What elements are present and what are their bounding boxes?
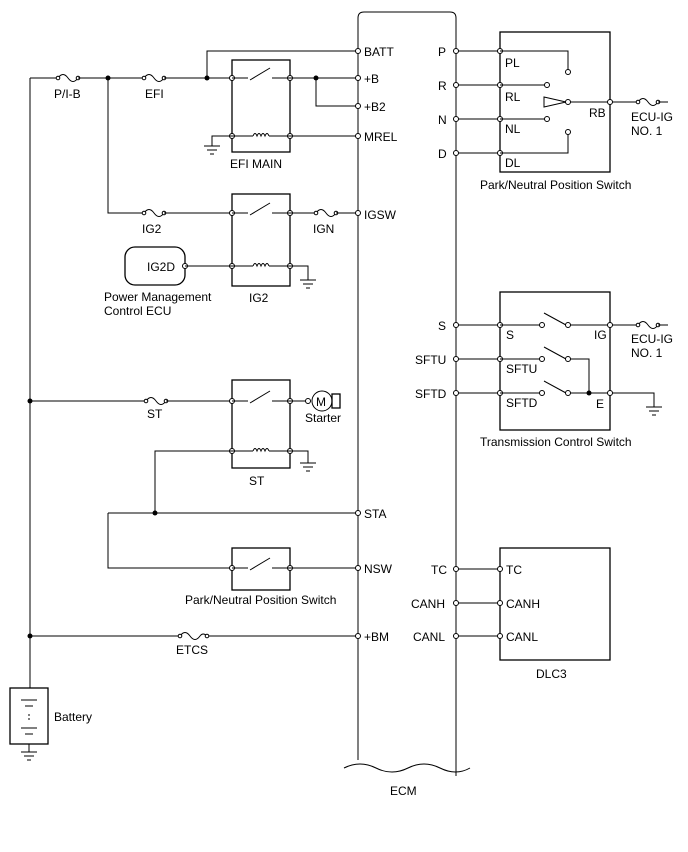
power-mgmt-label-2: Control ECU (104, 304, 171, 318)
relay-efi-main-label: EFI MAIN (230, 157, 282, 171)
ecm-pin-r: R (438, 79, 447, 93)
fuse-st: ST (143, 397, 169, 421)
fuse-st-label: ST (147, 407, 163, 421)
tcs-pin-sftd: SFTD (506, 396, 538, 410)
starter-motor: M Starter (305, 390, 341, 425)
ecm-pin-bm: +BM (364, 630, 389, 644)
starter-label: Starter (305, 411, 341, 425)
ecm: ECM (343, 11, 471, 798)
ecm-pin-sftu: SFTU (415, 353, 446, 367)
tcs-pin-ig: IG (594, 328, 607, 342)
tcs-pin-s: S (506, 328, 514, 342)
power-management-ecu: IG2D Power Management Control ECU (104, 246, 212, 318)
transmission-control-switch: S SFTU SFTD IG E Transmission Control Sw… (480, 291, 632, 449)
ecm-pin-batt: BATT (364, 45, 394, 59)
ecm-left-connectors (355, 48, 361, 639)
tcs-pin-e: E (596, 397, 604, 411)
dlc3-pin-tc: TC (506, 563, 522, 577)
ecu-ig-label-2b: NO. 1 (631, 346, 663, 360)
relay-ig2: IG2 (229, 193, 293, 305)
fuse-etcs: ETCS (176, 632, 210, 657)
ecm-pin-n: N (438, 113, 447, 127)
ecm-right-connectors (453, 48, 459, 639)
ecm-pin-tc: TC (431, 563, 447, 577)
ecm-pin-igsw: IGSW (364, 208, 397, 222)
dlc3-title: DLC3 (536, 667, 567, 681)
ecm-pin-sta: STA (364, 507, 386, 521)
battery-bus (27, 77, 358, 688)
battery: Battery (9, 687, 92, 752)
dlc3-pin-canh: CANH (506, 597, 540, 611)
pnp-pin-rl: RL (505, 90, 521, 104)
ecm-right-pins: P R N D S SFTU SFTD TC CANH CANL (411, 45, 447, 644)
relay-st-label: ST (249, 474, 265, 488)
ground-icon (646, 406, 662, 416)
pnp-common-rb: RB (589, 106, 606, 120)
fuse-efi: EFI (141, 74, 167, 101)
battery-label: Battery (54, 710, 92, 724)
starter-motor-symbol: M (316, 395, 326, 409)
fuse-etcs-label: ETCS (176, 643, 208, 657)
fuse-ign-label: IGN (313, 222, 334, 236)
power-mgmt-pin-label: IG2D (147, 260, 175, 274)
tcs-pin-sftu: SFTU (506, 362, 537, 376)
pnp-pin-pl: PL (505, 56, 520, 70)
ecu-ig-label-1a: ECU-IG (631, 110, 673, 124)
ecu-ig-label-1b: NO. 1 (631, 124, 663, 138)
fuse-efi-label: EFI (145, 87, 164, 101)
ecm-pin-d: D (438, 147, 447, 161)
pnp-pin-nl: NL (505, 122, 521, 136)
fuse-ecu-ig-1: ECU-IG NO. 1 (631, 98, 673, 138)
park-neutral-position-switch: PL RL NL DL RB Park/Neutral Position Swi… (480, 31, 631, 192)
ecm-label: ECM (390, 784, 417, 798)
relay-st: ST (229, 379, 293, 488)
relay-ig2-label: IG2 (249, 291, 269, 305)
fuse-ig2-label: IG2 (142, 222, 162, 236)
ecm-pin-canl: CANL (413, 630, 445, 644)
ecm-pin-canh: CANH (411, 597, 445, 611)
relay-efi-main: EFI MAIN (229, 59, 293, 171)
ecm-pin-sftd: SFTD (415, 387, 447, 401)
ecu-ig-label-2a: ECU-IG (631, 332, 673, 346)
fuse-ecu-ig-2: ECU-IG NO. 1 (631, 321, 673, 360)
ecm-pin-p: P (438, 45, 446, 59)
ecm-pin-nsw: NSW (364, 562, 393, 576)
nsw-park-neutral-switch: Park/Neutral Position Switch (185, 547, 336, 607)
nsw-switch-label: Park/Neutral Position Switch (185, 593, 336, 607)
pnp-pin-dl: DL (505, 156, 521, 170)
ground-icon (21, 751, 37, 761)
ground-icon (204, 145, 220, 155)
fuse-pib-label: P/I-B (54, 87, 81, 101)
power-mgmt-label-1: Power Management (104, 290, 212, 304)
fuse-ig2: IG2 (141, 209, 167, 236)
tcs-title: Transmission Control Switch (480, 435, 632, 449)
pnp-switch-title: Park/Neutral Position Switch (480, 178, 631, 192)
fuse-pib: P/I-B (54, 74, 81, 101)
dlc3-pin-canl: CANL (506, 630, 538, 644)
ground-icon (300, 279, 316, 289)
ecm-pin-b2: +B2 (364, 100, 386, 114)
ground-icon (300, 462, 316, 472)
dlc3: TC CANH CANL DLC3 (497, 547, 611, 681)
fuse-ign: IGN (313, 209, 339, 236)
ecm-pin-mrel: MREL (364, 130, 398, 144)
ecm-pin-b: +B (364, 72, 379, 86)
ecm-left-pins: BATT +B +B2 MREL IGSW STA NSW +BM (364, 45, 398, 644)
ecm-pin-s: S (438, 319, 446, 333)
